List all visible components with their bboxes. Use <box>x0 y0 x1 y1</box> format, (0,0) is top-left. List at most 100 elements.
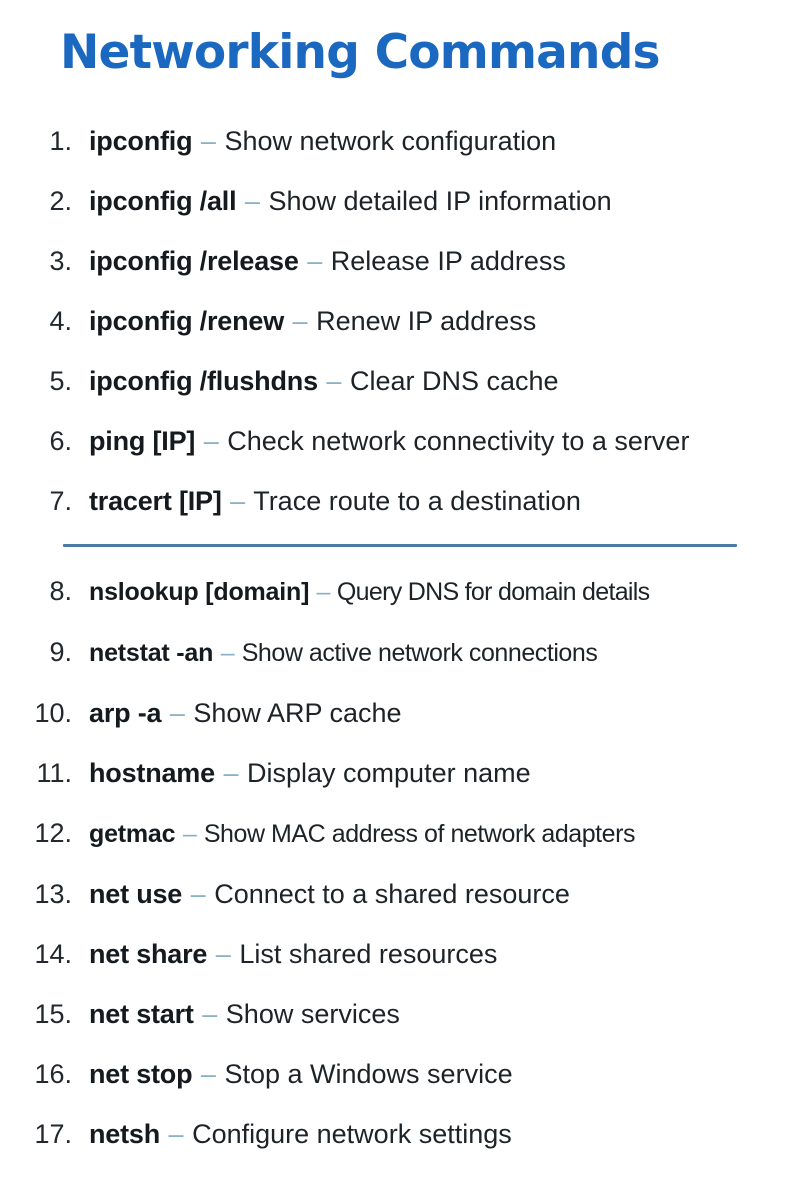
command-description: Show network configuration <box>224 126 557 156</box>
en-dash-separator: – <box>215 939 231 969</box>
command-name: tracert [IP] <box>89 486 222 516</box>
list-item-body: ipconfig /release – Release IP address <box>72 238 796 284</box>
command-description: Check network connectivity to a server <box>227 426 690 456</box>
list-item-number: 2. <box>49 186 72 216</box>
command-name: ipconfig /all <box>89 186 237 216</box>
en-dash-separator: – <box>168 1119 184 1149</box>
command-name: net stop <box>89 1059 193 1089</box>
list-item-number: 7. <box>49 486 72 516</box>
list-item-number: 9. <box>49 637 72 667</box>
list-item-body: netstat -an – Show active network connec… <box>72 630 796 676</box>
command-description: Show MAC address of network adapters <box>203 820 636 848</box>
command-name: getmac <box>89 820 176 848</box>
command-description: List shared resources <box>239 939 498 969</box>
command-name: net use <box>89 879 183 909</box>
list-item-number: 3. <box>49 246 72 276</box>
list-item: 8.nslookup [domain] – Query DNS for doma… <box>0 568 800 615</box>
list-item: 6.ping [IP] – Check network connectivity… <box>0 418 800 464</box>
list-item-body: ping [IP] – Check network connectivity t… <box>72 418 796 464</box>
en-dash-separator: – <box>200 126 216 156</box>
list-item: 10.arp -a – Show ARP cache <box>0 690 800 736</box>
en-dash-separator: – <box>292 306 308 336</box>
list-item: 2.ipconfig /all – Show detailed IP infor… <box>0 178 800 224</box>
list-item: 13.net use – Connect to a shared resourc… <box>0 871 800 917</box>
en-dash-separator: – <box>182 820 197 848</box>
command-description: Display computer name <box>247 758 531 788</box>
list-item-number: 12. <box>34 818 72 848</box>
command-name: ipconfig <box>89 126 193 156</box>
page-title: Networking Commands <box>60 25 661 80</box>
en-dash-separator: – <box>244 186 260 216</box>
command-name: nslookup [domain] <box>89 578 310 606</box>
command-description: Show ARP cache <box>193 698 402 728</box>
list-item-number: 17. <box>34 1119 72 1149</box>
list-item-body: ipconfig /renew – Renew IP address <box>72 298 796 344</box>
list-item-body: ipconfig /all – Show detailed IP informa… <box>72 178 796 224</box>
list-item-number: 8. <box>49 576 72 606</box>
list-item: 14.net share – List shared resources <box>0 931 800 977</box>
section-divider <box>0 538 800 552</box>
list-item-number: 4. <box>49 306 72 336</box>
list-item: 9.netstat -an – Show active network conn… <box>0 629 800 676</box>
command-name: netstat -an <box>89 639 214 667</box>
list-item-body: ipconfig – Show network configuration <box>72 118 796 164</box>
command-description: Connect to a shared resource <box>214 879 570 909</box>
list-item-body: netsh – Configure network settings <box>72 1111 796 1157</box>
command-description: Release IP address <box>330 246 566 276</box>
list-item-body: getmac – Show MAC address of network ada… <box>72 811 796 857</box>
list-item-number: 5. <box>49 366 72 396</box>
list-item-body: net use – Connect to a shared resource <box>72 871 796 917</box>
command-description: Query DNS for domain details <box>336 578 650 606</box>
divider-rule <box>63 543 737 547</box>
list-item-body: net stop – Stop a Windows service <box>72 1051 796 1097</box>
networking-commands-list: 1.ipconfig – Show network configuration 2… <box>0 118 800 1171</box>
command-name: ipconfig /flushdns <box>89 366 318 396</box>
command-description: Trace route to a destination <box>253 486 581 516</box>
list-item: 16.net stop – Stop a Windows service <box>0 1051 800 1097</box>
list-item-body: tracert [IP] – Trace route to a destinat… <box>72 478 796 524</box>
en-dash-separator: – <box>307 246 323 276</box>
list-item-number: 11. <box>36 758 72 788</box>
en-dash-separator: – <box>203 426 219 456</box>
command-description: Show services <box>225 999 400 1029</box>
list-item: 5.ipconfig /flushdns – Clear DNS cache <box>0 358 800 404</box>
list-item-number: 6. <box>49 426 72 456</box>
command-description: Configure network settings <box>192 1119 512 1149</box>
command-name: ipconfig /renew <box>89 306 285 336</box>
list-item-number: 10. <box>34 698 72 728</box>
list-item: 12.getmac – Show MAC address of network … <box>0 810 800 857</box>
command-name: hostname <box>89 758 215 788</box>
list-item-number: 13. <box>34 879 72 909</box>
en-dash-separator: – <box>316 578 330 606</box>
command-name: ipconfig /release <box>89 246 299 276</box>
command-name: netsh <box>89 1119 161 1149</box>
command-name: ping [IP] <box>89 426 196 456</box>
en-dash-separator: – <box>220 639 235 667</box>
command-description: Show active network connections <box>241 639 598 667</box>
en-dash-separator: – <box>223 758 239 788</box>
list-item: 15.net start – Show services <box>0 991 800 1037</box>
list-item-number: 16. <box>34 1059 72 1089</box>
list-item: 1.ipconfig – Show network configuration <box>0 118 800 164</box>
list-item-number: 14. <box>34 939 72 969</box>
list-item-body: arp -a – Show ARP cache <box>72 690 796 736</box>
list-item-body: net share – List shared resources <box>72 931 796 977</box>
command-name: arp -a <box>89 698 162 728</box>
list-item: 3.ipconfig /release – Release IP address <box>0 238 800 284</box>
list-item: 17.netsh – Configure network settings <box>0 1111 800 1157</box>
list-item-body: net start – Show services <box>72 991 796 1037</box>
en-dash-separator: – <box>169 698 185 728</box>
en-dash-separator: – <box>190 879 206 909</box>
list-item-body: nslookup [domain] – Query DNS for domain… <box>72 569 796 615</box>
list-item-body: ipconfig /flushdns – Clear DNS cache <box>72 358 796 404</box>
en-dash-separator: – <box>202 999 218 1029</box>
en-dash-separator: – <box>230 486 246 516</box>
list-item: 7.tracert [IP] – Trace route to a destin… <box>0 478 800 524</box>
list-item-number: 15. <box>34 999 72 1029</box>
command-description: Stop a Windows service <box>224 1059 513 1089</box>
en-dash-separator: – <box>326 366 342 396</box>
list-item: 4.ipconfig /renew – Renew IP address <box>0 298 800 344</box>
en-dash-separator: – <box>200 1059 216 1089</box>
command-name: net start <box>89 999 194 1029</box>
